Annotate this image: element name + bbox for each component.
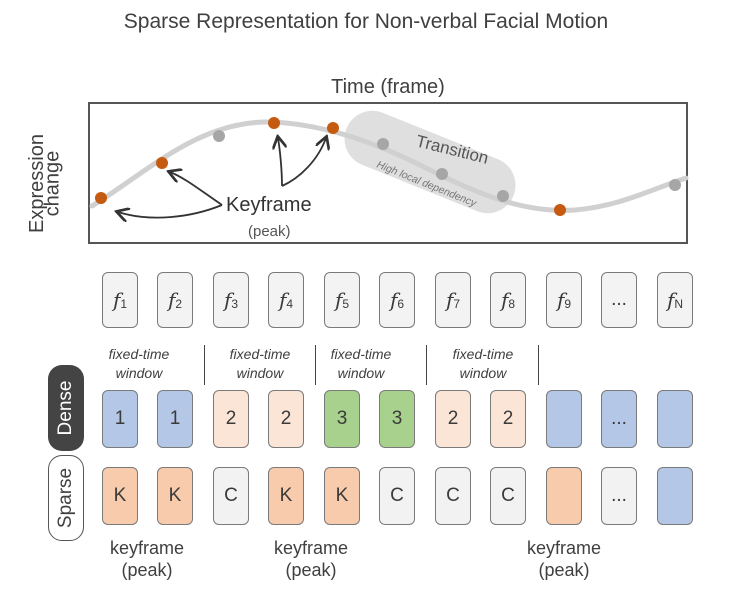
window-separator <box>315 345 316 385</box>
sparse-row-label: Sparse <box>48 455 84 541</box>
sparse-cell: K <box>102 467 138 525</box>
transition-dot <box>213 130 225 142</box>
transition-dot <box>436 168 448 180</box>
bottom-keyframe-label-2: keyframe (peak) <box>273 538 349 580</box>
keyframe-dot <box>554 204 566 216</box>
expression-curve <box>89 119 689 213</box>
dense-cell: 2 <box>268 390 304 448</box>
window-separator <box>204 345 205 385</box>
dense-cell: 2 <box>213 390 249 448</box>
transition-dot <box>377 138 389 150</box>
sparse-cell <box>657 467 693 525</box>
dense-cell: 1 <box>102 390 138 448</box>
keyframe-label: Keyframe <box>226 194 312 216</box>
dense-label-text: Dense <box>55 380 76 436</box>
sparse-cell <box>546 467 582 525</box>
keyframe-arrow-4 <box>281 138 326 187</box>
transition-dot <box>669 179 681 191</box>
sparse-cell: C <box>490 467 526 525</box>
keyframe-arrow-2 <box>170 172 223 206</box>
keyframe-dot <box>268 117 280 129</box>
dense-cell: 2 <box>435 390 471 448</box>
dense-cell: 3 <box>324 390 360 448</box>
transition-region <box>344 110 516 214</box>
frame-box: ... <box>601 272 637 328</box>
sparse-cell: ... <box>601 467 637 525</box>
dense-cell: 3 <box>379 390 415 448</box>
sparse-cell: K <box>268 467 304 525</box>
dense-row-label: Dense <box>48 365 84 451</box>
sparse-cell: K <box>157 467 193 525</box>
keyframe-dot <box>95 192 107 204</box>
dense-cell: 1 <box>157 390 193 448</box>
dense-cell: 2 <box>490 390 526 448</box>
window-separator <box>538 345 539 385</box>
diagram-title: Sparse Representation for Non-verbal Fac… <box>123 10 609 33</box>
keyframe-sub-label: (peak) <box>248 223 291 240</box>
transition-dot <box>497 190 509 202</box>
window-separator <box>426 345 427 385</box>
sparse-cell: C <box>435 467 471 525</box>
bottom-keyframe-label-3: keyframe (peak) <box>526 538 602 580</box>
sparse-cell: C <box>379 467 415 525</box>
keyframe-arrow-3 <box>278 138 282 187</box>
keyframe-arrow-1 <box>118 204 223 218</box>
dense-cell: ... <box>601 390 637 448</box>
dense-cell <box>546 390 582 448</box>
dense-cell <box>657 390 693 448</box>
sparse-label-text: Sparse <box>55 467 76 529</box>
keyframe-dot <box>156 157 168 169</box>
bottom-keyframe-label-1: keyframe (peak) <box>109 538 185 580</box>
x-axis-label: Time (frame) <box>331 76 445 98</box>
sparse-cell: K <box>324 467 360 525</box>
keyframe-dot <box>327 122 339 134</box>
sparse-cell: C <box>213 467 249 525</box>
